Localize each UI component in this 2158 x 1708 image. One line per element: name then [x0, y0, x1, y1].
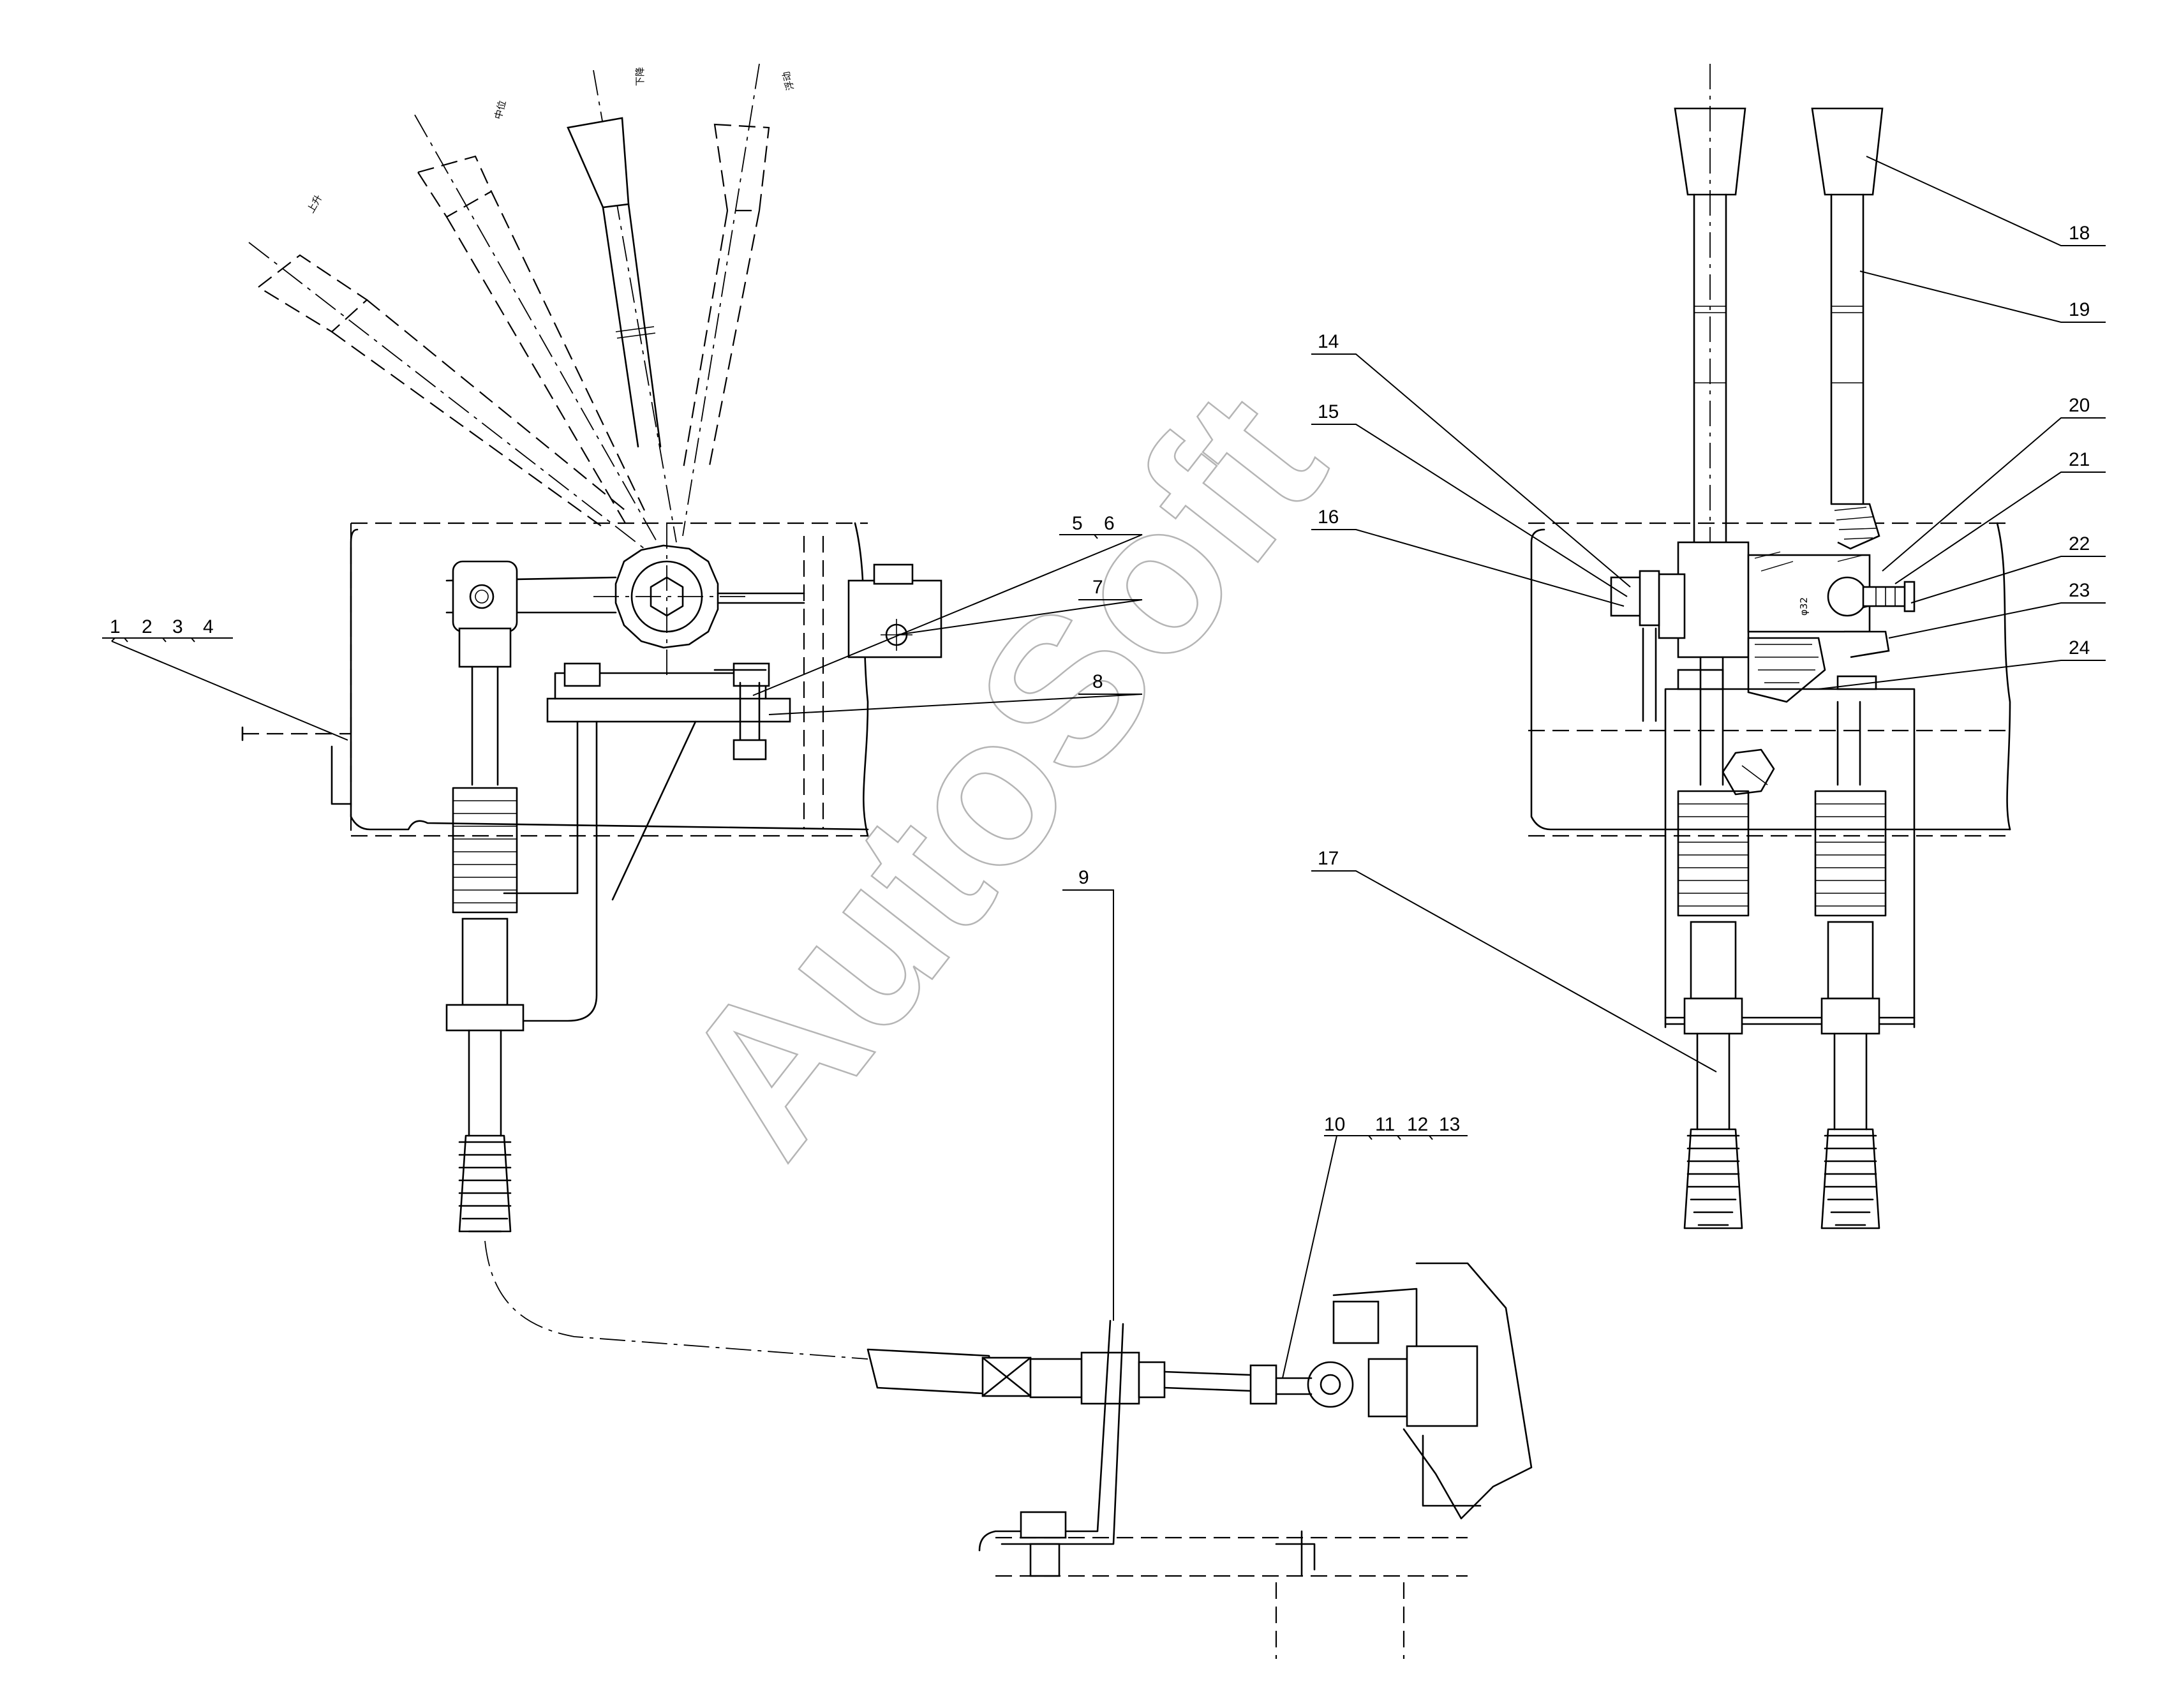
callout-5: 5 [1072, 513, 1083, 534]
callout-20: 20 [2069, 395, 2090, 416]
autosoft-watermark: AutoSoft [634, 350, 1367, 1195]
callout-6: 6 [1104, 513, 1115, 534]
callout-14: 14 [1318, 331, 1339, 352]
callout-7: 7 [1092, 577, 1103, 598]
callout-23: 23 [2069, 580, 2090, 601]
callout-4: 4 [203, 616, 214, 637]
callout-21: 21 [2069, 449, 2090, 470]
position-label-down: 下降 [634, 67, 646, 86]
position-label-float: 浮动 [780, 70, 796, 92]
callout-15: 15 [1318, 401, 1339, 422]
callout-1: 1 [110, 616, 121, 637]
right-bellows-b [1814, 790, 1887, 917]
callout-9: 9 [1078, 867, 1089, 888]
callout-11: 11 [1375, 1114, 1395, 1135]
right-bellows-a [1677, 790, 1750, 917]
right-front-view: φ32 [1528, 64, 2011, 1229]
callout-12: 12 [1407, 1114, 1428, 1135]
callout-8: 8 [1092, 671, 1103, 692]
left-side-view [241, 63, 942, 1233]
callout-18: 18 [2069, 223, 2090, 244]
callout-13: 13 [1439, 1114, 1460, 1135]
callouts: 1 2 3 4 5 6 7 8 9 10 11 12 13 14 15 16 [102, 156, 2106, 1379]
bore-diameter-label: φ32 [1798, 597, 1810, 616]
callout-17: 17 [1318, 848, 1339, 869]
right-lever-handles [1674, 64, 1884, 638]
control-cable [484, 1240, 868, 1360]
callout-24: 24 [2069, 637, 2090, 658]
position-label-up: 上升 [305, 193, 325, 215]
callout-22: 22 [2069, 533, 2090, 554]
position-label-neutral: 中位 [492, 99, 508, 121]
callout-16: 16 [1318, 507, 1339, 528]
left-bellows [452, 787, 518, 914]
callout-3: 3 [172, 616, 183, 637]
callout-19: 19 [2069, 299, 2090, 320]
bottom-valve-view [867, 1262, 1533, 1659]
valve-boss [614, 544, 719, 649]
callout-10: 10 [1324, 1114, 1345, 1135]
callout-2: 2 [142, 616, 153, 637]
